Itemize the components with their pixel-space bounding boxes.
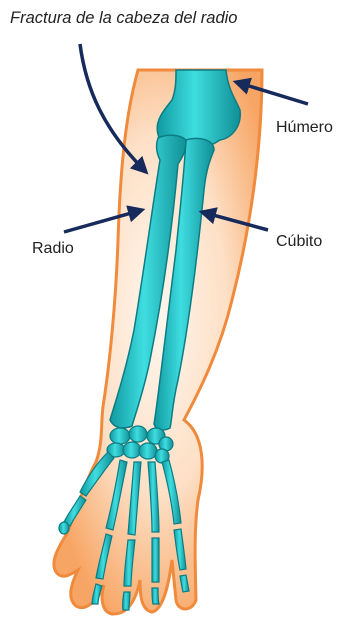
fracture-title-label: Fractura de la cabeza del radio — [10, 10, 237, 27]
humerus-label: Húmero — [276, 120, 333, 136]
ulna-label: Cúbito — [276, 234, 322, 250]
radius-label: Radio — [32, 241, 74, 257]
